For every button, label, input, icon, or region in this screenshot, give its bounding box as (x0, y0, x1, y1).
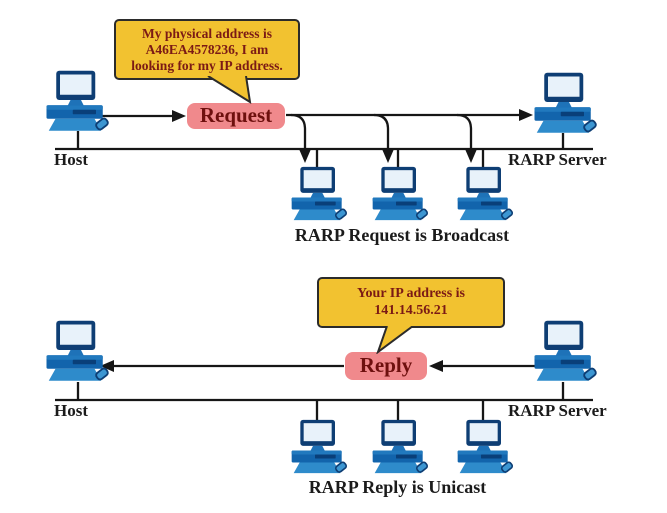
host-computer-icon (39, 70, 111, 136)
bubble-text-line: looking for my IP address. (131, 58, 283, 73)
reply-speech-bubble: Your IP address is 141.14.56.21 (317, 277, 505, 328)
bubble-text-line: 141.14.56.21 (374, 303, 448, 318)
host-label-bottom: Host (54, 401, 88, 420)
broadcast-arrow-1 (290, 113, 311, 163)
station-computer-icon-3 (451, 419, 515, 478)
bubble-text-line: Your IP address is (356, 286, 465, 301)
unicast-caption: RARP Reply is Unicast (308, 477, 487, 497)
host-label-top: Host (54, 150, 88, 169)
bubble-text-line: A46EA4578236, I am (145, 42, 269, 57)
reply-bubble-tail (376, 326, 414, 354)
broadcast-computer-icon-3 (451, 166, 515, 225)
station-computer-icon-1 (285, 419, 349, 478)
request-message-box: Request (187, 103, 285, 129)
broadcast-computer-icon-2 (366, 166, 430, 225)
reply-message-box: Reply (345, 352, 427, 380)
request-bubble-tail (207, 76, 252, 104)
broadcast-caption: RARP Request is Broadcast (294, 225, 510, 245)
broadcast-arrow-3 (456, 113, 477, 163)
station-computer-icon-2 (366, 419, 430, 478)
rarp-server-label-bottom: RARP Server (508, 401, 607, 420)
bubble-text-line: My physical address is (142, 26, 272, 41)
broadcast-arrow-2 (373, 113, 394, 163)
request-speech-bubble: My physical address is A46EA4578236, I a… (114, 19, 300, 80)
rarp-server-computer-icon-bottom (527, 320, 599, 386)
rarp-server-label-top: RARP Server (508, 150, 607, 169)
host-computer-icon-bottom (39, 320, 111, 386)
broadcast-computer-icon-1 (285, 166, 349, 225)
rarp-server-computer-icon (527, 72, 599, 138)
